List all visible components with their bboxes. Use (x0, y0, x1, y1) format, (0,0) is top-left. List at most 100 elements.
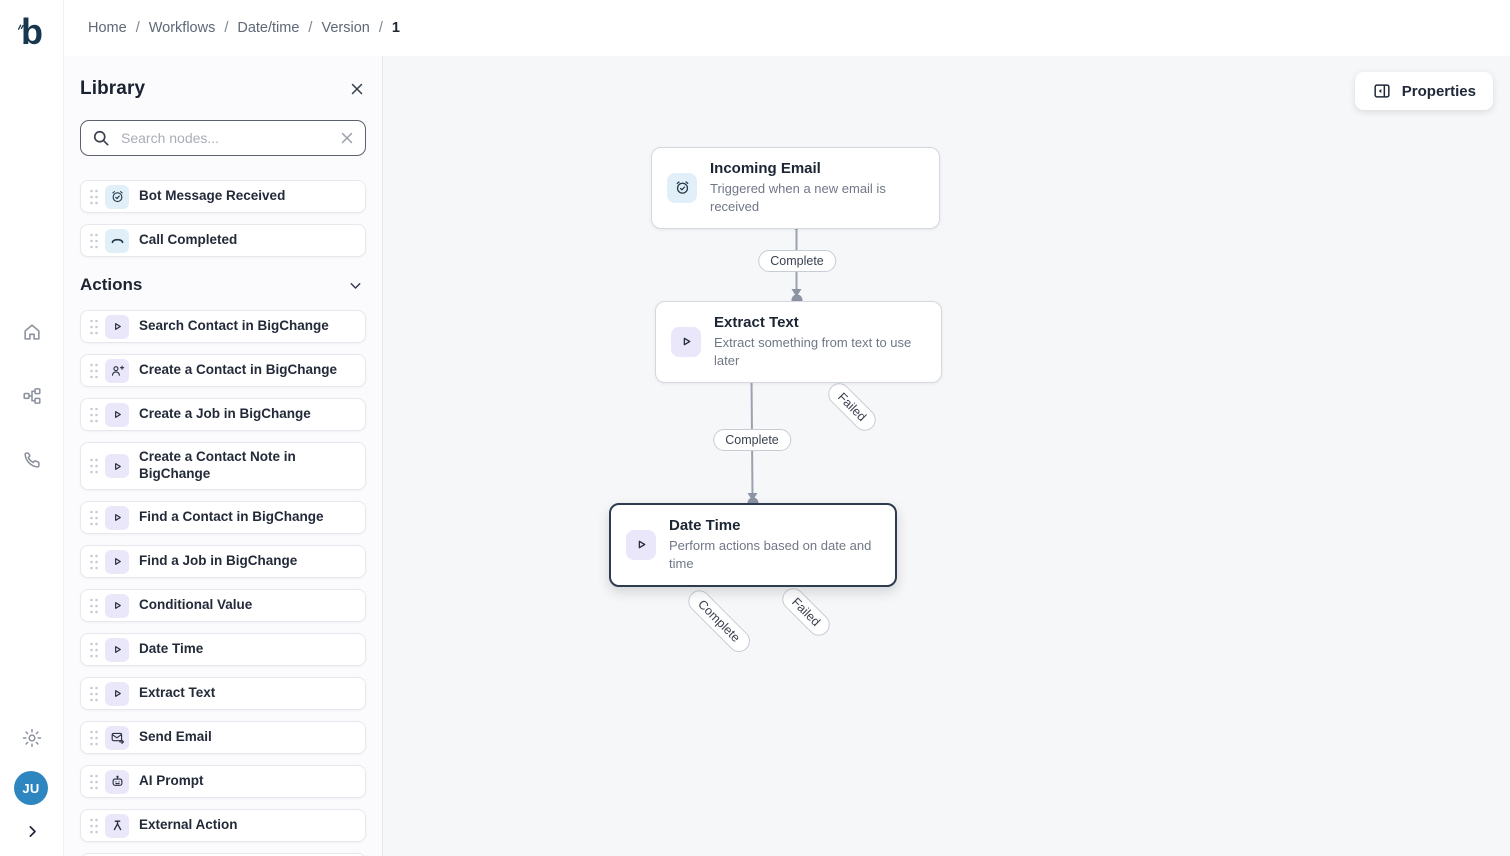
search-input[interactable] (80, 120, 366, 156)
library-item-create-contact-note[interactable]: Create a Contact Note in BigChange (80, 442, 366, 490)
workflow-edges (699, 218, 851, 586)
library-item-conditional-value[interactable]: Conditional Value (80, 589, 366, 622)
item-label: AI Prompt (139, 773, 204, 789)
drag-handle-icon[interactable] (87, 405, 101, 425)
drag-handle-icon[interactable] (87, 508, 101, 528)
library-item-external-action[interactable]: External Action (80, 809, 366, 842)
chevron-down-icon (347, 277, 364, 294)
play-icon (105, 505, 129, 530)
library-item-create-contact[interactable]: Create a Contact in BigChange (80, 354, 366, 387)
drag-handle-icon[interactable] (87, 456, 101, 476)
drag-handle-icon[interactable] (87, 187, 101, 207)
properties-label: Properties (1401, 82, 1476, 100)
search-icon (91, 128, 111, 148)
item-label: Date Time (139, 641, 204, 657)
item-label: Create a Contact Note in BigChange (139, 449, 296, 481)
branch-icon (105, 813, 129, 838)
breadcrumb-version[interactable]: Version (321, 20, 370, 36)
drag-handle-icon[interactable] (87, 684, 101, 704)
node-date-time[interactable]: Date Time Perform actions based on date … (609, 503, 897, 587)
drag-handle-icon[interactable] (87, 816, 101, 836)
library-item-extract-text[interactable]: Extract Text (80, 677, 366, 710)
clear-search-icon[interactable] (338, 129, 356, 147)
drag-handle-icon[interactable] (87, 640, 101, 660)
breadcrumb-separator: / (224, 20, 229, 36)
breadcrumb-datetime[interactable]: Date/time (237, 20, 300, 36)
play-icon (105, 314, 129, 339)
phone-down-icon (105, 228, 129, 253)
breadcrumb: Home / Workflows / Date/time / Version /… (88, 0, 400, 56)
settings-button[interactable] (0, 716, 64, 760)
library-panel: Library Bot Message Received Call Comple… (64, 56, 383, 856)
breadcrumb-home[interactable]: Home (88, 20, 127, 36)
edge-label-complete: Complete (713, 429, 791, 451)
library-title: Library (80, 78, 146, 99)
library-item-find-contact[interactable]: Find a Contact in BigChange (80, 501, 366, 534)
node-title: Date Time (669, 517, 741, 534)
play-icon (105, 402, 129, 427)
item-label: Search Contact in BigChange (139, 318, 329, 334)
brand-logo[interactable]: b (0, 8, 64, 56)
edge-label-complete: Complete (758, 250, 836, 272)
drag-handle-icon[interactable] (87, 317, 101, 337)
item-label: Conditional Value (139, 597, 253, 613)
properties-button[interactable]: Properties (1354, 72, 1493, 110)
drag-handle-icon[interactable] (87, 231, 101, 251)
logo-signal-icon (17, 21, 25, 31)
sitemap-icon (21, 385, 43, 407)
close-library-button[interactable] (348, 80, 366, 98)
library-list: Bot Message Received Call Completed Acti… (80, 180, 366, 856)
actions-section-header[interactable]: Actions (80, 273, 364, 297)
node-extract-text[interactable]: Extract Text Extract something from text… (655, 301, 942, 383)
item-label: Find a Job in BigChange (139, 553, 298, 569)
item-label: Create a Job in BigChange (139, 406, 311, 422)
breadcrumb-current: 1 (391, 20, 400, 36)
left-rail: b JU (0, 0, 64, 856)
play-icon (626, 529, 656, 560)
drag-handle-icon[interactable] (87, 552, 101, 572)
phone-icon (21, 449, 43, 471)
expand-sidebar-button[interactable] (0, 812, 64, 850)
breadcrumb-workflows[interactable]: Workflows (148, 20, 216, 36)
library-item-send-email[interactable]: Send Email (80, 721, 366, 754)
play-icon (671, 326, 701, 357)
library-item-call-completed[interactable]: Call Completed (80, 224, 366, 257)
library-item-date-time[interactable]: Date Time (80, 633, 366, 666)
nav-calls-button[interactable] (0, 438, 64, 482)
item-label: Call Completed (139, 232, 238, 248)
chevron-right-icon (24, 823, 41, 840)
library-item-create-job[interactable]: Create a Job in BigChange (80, 398, 366, 431)
drag-handle-icon[interactable] (87, 772, 101, 792)
close-icon (348, 80, 366, 98)
library-item-ai-prompt[interactable]: AI Prompt (80, 765, 366, 798)
user-plus-icon (105, 358, 129, 383)
library-item-find-job[interactable]: Find a Job in BigChange (80, 545, 366, 578)
user-avatar[interactable]: JU (14, 771, 48, 805)
edge-arrow-icon (747, 493, 758, 501)
node-title: Extract Text (714, 314, 799, 331)
section-title: Actions (80, 275, 143, 294)
alarm-check-icon (105, 184, 129, 209)
drag-handle-icon[interactable] (87, 596, 101, 616)
play-icon (105, 454, 129, 478)
panel-right-icon (1372, 81, 1392, 101)
node-description: Triggered when a new email is received (710, 181, 886, 214)
mail-send-icon (105, 725, 129, 750)
item-label: Bot Message Received (139, 188, 286, 204)
breadcrumb-separator: / (378, 20, 383, 36)
nav-home-button[interactable] (0, 310, 64, 354)
alarm-check-icon (667, 172, 697, 203)
item-label: Send Email (139, 729, 212, 745)
item-label: Extract Text (139, 685, 216, 701)
drag-handle-icon[interactable] (87, 361, 101, 381)
drag-handle-icon[interactable] (87, 728, 101, 748)
robot-icon (105, 769, 129, 794)
library-item-bot-message-received[interactable]: Bot Message Received (80, 180, 366, 213)
node-incoming-email[interactable]: Incoming Email Triggered when a new emai… (651, 147, 940, 229)
workflow-canvas[interactable]: Complete Complete Failed Complete Failed… (383, 56, 1510, 856)
node-title: Incoming Email (710, 160, 821, 177)
library-item-search-contact[interactable]: Search Contact in BigChange (80, 310, 366, 343)
breadcrumb-separator: / (308, 20, 313, 36)
nav-workflows-button[interactable] (0, 374, 64, 418)
item-label: Find a Contact in BigChange (139, 509, 324, 525)
